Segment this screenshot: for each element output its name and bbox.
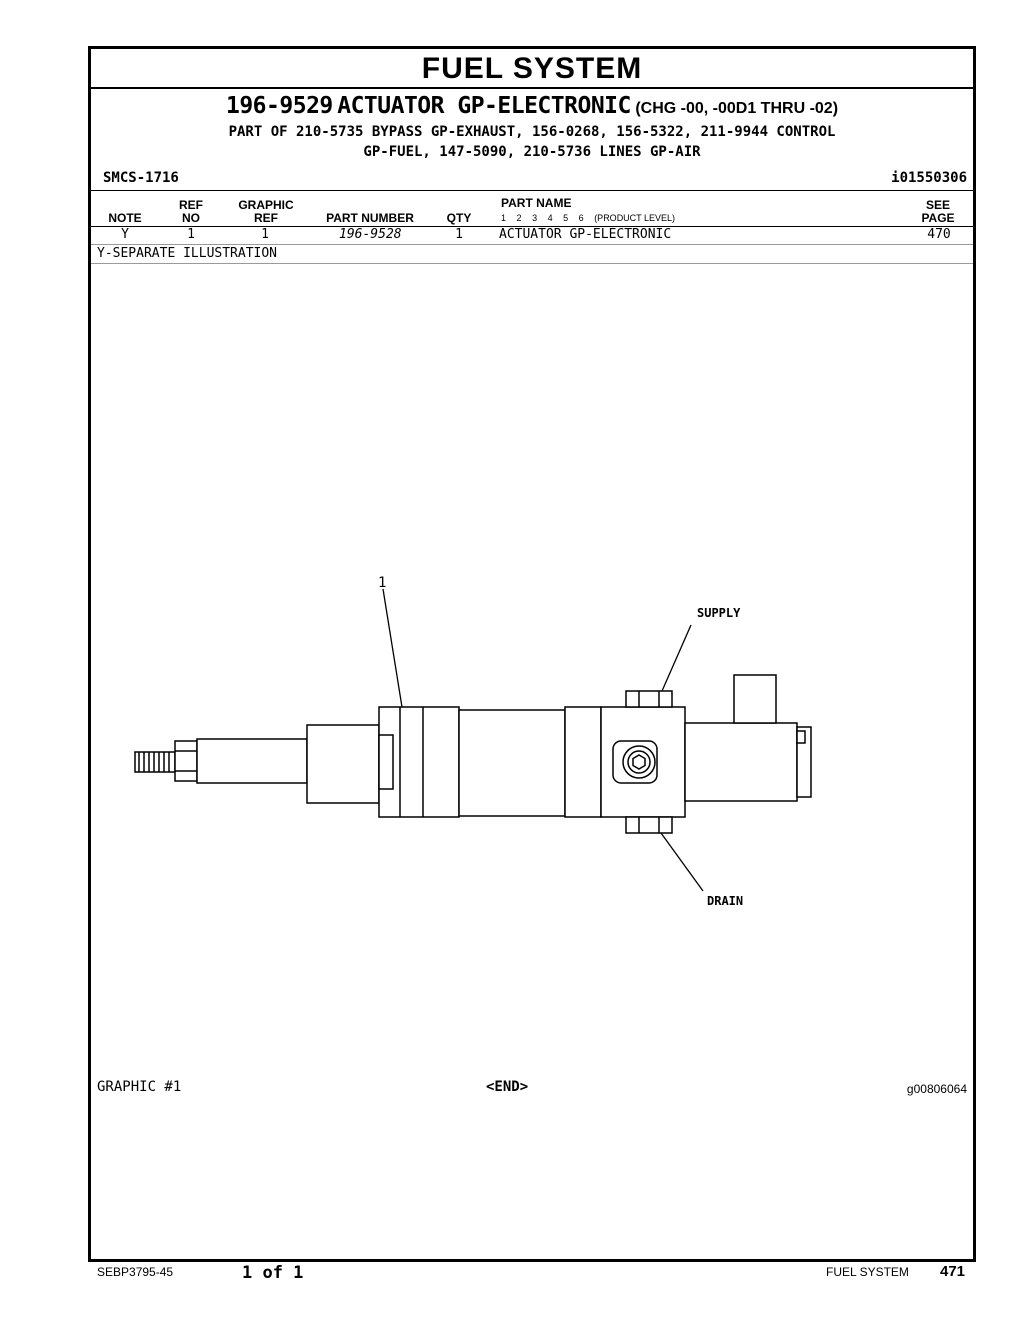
change-note: (CHG -00, -00D1 THRU -02) xyxy=(635,100,839,117)
actuator-illustration: 1 SUPPLY DRAIN xyxy=(134,575,812,908)
drain-leader xyxy=(660,832,704,892)
footer-page-number: 471 xyxy=(940,1263,966,1280)
row-part-name: ACTUATOR GP-ELECTRONIC xyxy=(499,227,672,242)
callout-1: 1 xyxy=(378,575,386,591)
threaded-tip xyxy=(134,751,176,773)
footer-section: FUEL SYSTEM xyxy=(826,1265,909,1279)
row-part-number[interactable]: 196-9528 xyxy=(339,227,402,242)
col-graphic-bottom: REF xyxy=(254,211,278,225)
row-note: Y xyxy=(121,227,129,242)
col-see-top: SEE xyxy=(925,198,950,212)
page-title: FUEL SYSTEM xyxy=(91,49,973,89)
divider xyxy=(91,190,973,191)
col-note: NOTE xyxy=(108,211,142,225)
product-level-6: 6 xyxy=(578,213,584,223)
col-ref-top: REF xyxy=(179,198,203,212)
note-legend: Y-SEPARATE ILLUSTRATION xyxy=(97,246,278,261)
main-body xyxy=(458,706,602,818)
group-name: ACTUATOR GP-ELECTRONIC xyxy=(337,93,631,119)
col-part-number: PART NUMBER xyxy=(326,211,414,225)
row-qty: 1 xyxy=(455,227,463,242)
product-level-1: 1 xyxy=(501,213,507,223)
smcs-code: SMCS-1716 xyxy=(103,170,179,186)
footer-page-of: 1 of 1 xyxy=(242,1263,304,1283)
callout-leader-1 xyxy=(382,588,403,708)
divider xyxy=(91,244,973,245)
product-level-4: 4 xyxy=(547,213,553,223)
product-level-2: 2 xyxy=(516,213,522,223)
port-block xyxy=(600,690,686,834)
product-level-label: (PRODUCT LEVEL) xyxy=(594,213,676,223)
product-levels: 1 2 3 4 5 6 (PRODUCT LEVEL) xyxy=(501,213,683,223)
group-number: 196-9529 xyxy=(225,93,333,119)
row-see-page[interactable]: 470 xyxy=(927,227,951,242)
col-qty: QTY xyxy=(446,211,472,225)
col-part-name: PART NAME xyxy=(501,196,572,210)
drain-label: DRAIN xyxy=(707,894,743,908)
col-graphic-top: GRAPHIC xyxy=(238,198,294,212)
supply-label: SUPPLY xyxy=(697,606,741,620)
illustration-id: i01550306 xyxy=(891,170,967,186)
graphic-id: g00806064 xyxy=(906,1082,967,1096)
mounting-flange xyxy=(378,706,460,818)
supply-leader xyxy=(661,624,692,692)
part-of-line-1: PART OF 210-5735 BYPASS GP-EXHAUST, 156-… xyxy=(228,124,836,140)
divider xyxy=(91,226,973,227)
graphic-label: GRAPHIC #1 xyxy=(97,1079,182,1095)
col-see-bottom: PAGE xyxy=(921,211,955,225)
col-ref-bottom: NO xyxy=(182,211,200,225)
end-marker: <END> xyxy=(486,1079,529,1095)
solenoid-housing xyxy=(684,674,812,802)
hex-nut xyxy=(174,740,198,782)
shaft xyxy=(196,738,308,784)
part-of-line-2: GP-FUEL, 147-5090, 210-5736 LINES GP-AIR xyxy=(363,144,701,160)
front-housing xyxy=(306,724,380,804)
product-level-5: 5 xyxy=(563,213,569,223)
footer-doc-id: SEBP3795-45 xyxy=(97,1265,174,1279)
product-level-3: 3 xyxy=(532,213,538,223)
group-heading: 196-9529 ACTUATOR GP-ELECTRONIC (CHG -00… xyxy=(91,93,973,119)
row-ref-no: 1 xyxy=(187,227,195,242)
divider xyxy=(91,263,973,264)
row-graphic-ref: 1 xyxy=(261,227,269,242)
page-frame: FUEL SYSTEM 196-9529 ACTUATOR GP-ELECTRO… xyxy=(88,46,976,1262)
